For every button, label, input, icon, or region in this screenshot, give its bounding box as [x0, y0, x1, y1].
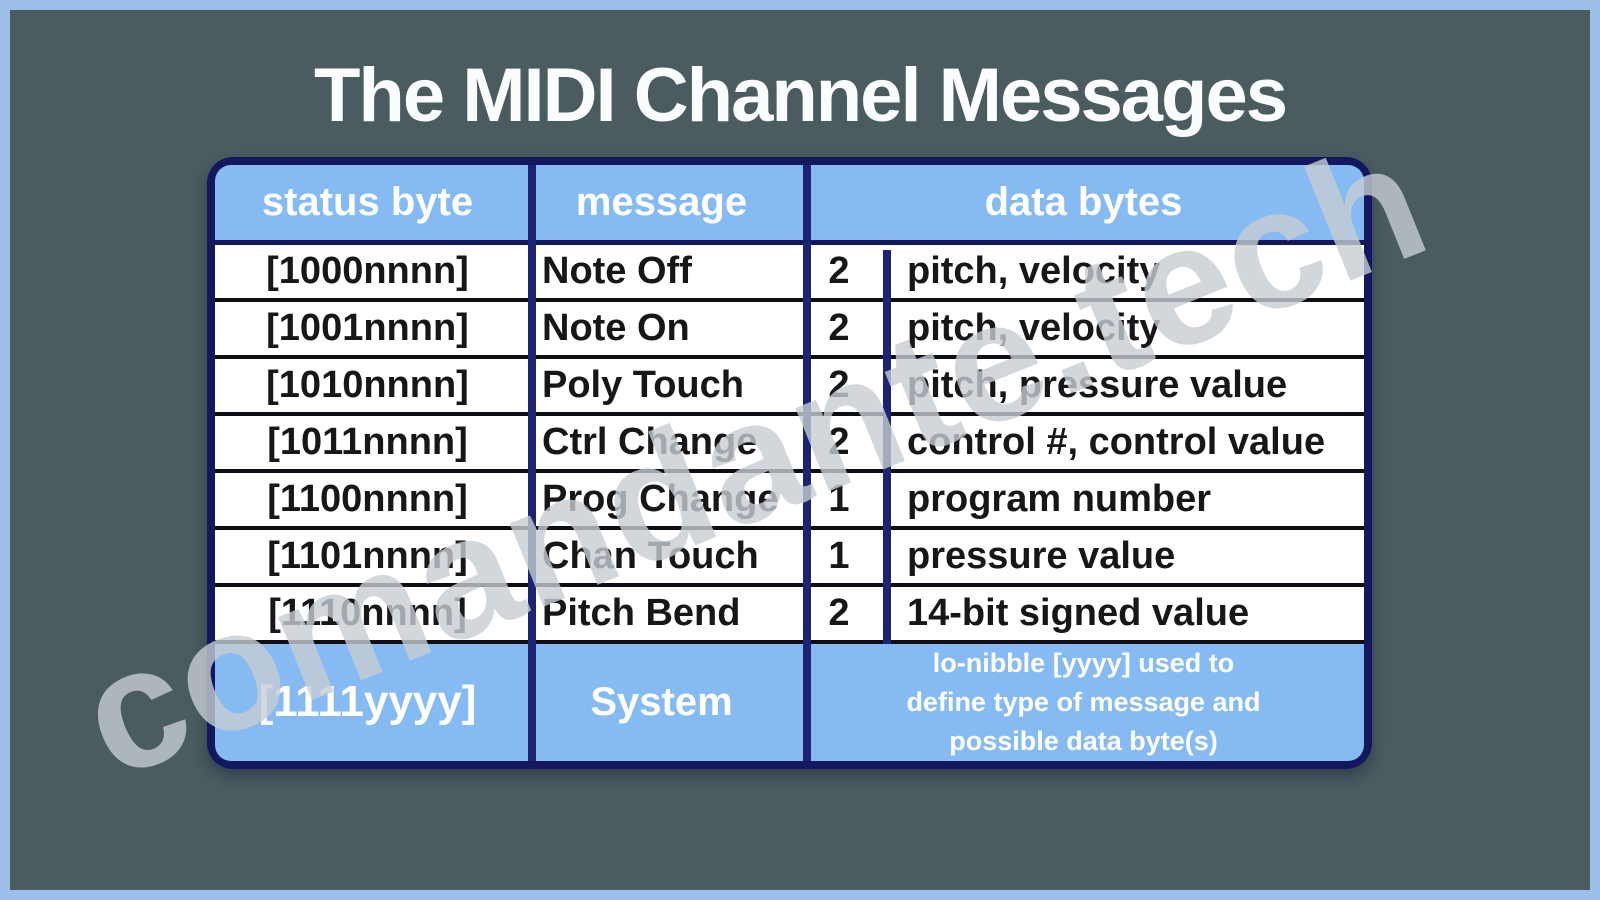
table-row: [1100nnnn] Prog Change 1 program number	[215, 472, 1364, 530]
table-row: [1001nnnn] Note On 2 pitch, velocity	[215, 301, 1364, 359]
status-byte-cell: [1110nnnn]	[268, 591, 467, 634]
message-cell: Poly Touch	[542, 363, 744, 406]
header-cell-status-byte: status byte	[261, 179, 474, 224]
data-byte-desc-cell: pitch, pressure value	[907, 363, 1288, 406]
data-byte-count-cell: 2	[828, 363, 850, 406]
status-byte-cell: [1010nnnn]	[266, 363, 469, 406]
status-byte-cell: [1001nnnn]	[266, 306, 469, 349]
system-note-cell: lo-nibble [yyyy] used to define type of …	[803, 644, 1364, 761]
midi-channel-messages-table: status byte message data bytes [1000nnnn…	[207, 157, 1372, 769]
data-byte-desc-cell: pressure value	[907, 534, 1176, 577]
header-cell-message: message	[575, 179, 748, 224]
table-row: [1011nnnn] Ctrl Change 2 control #, cont…	[215, 415, 1364, 473]
data-byte-desc-cell: program number	[907, 477, 1212, 520]
data-byte-count-cell: 1	[828, 534, 850, 577]
system-note-line: lo-nibble [yyyy] used to	[932, 647, 1235, 678]
column-gap	[795, 165, 803, 240]
data-byte-count-cell: 2	[828, 306, 850, 349]
system-row: [1111yyyy] System lo-nibble [yyyy] used …	[215, 643, 1364, 761]
system-note-line: define type of message and	[906, 686, 1261, 717]
data-byte-count-cell: 1	[828, 477, 850, 520]
header-cell-data-bytes: data bytes	[984, 179, 1183, 224]
slide-background: The MIDI Channel Messages status byte me…	[10, 10, 1590, 890]
message-cell: Note On	[542, 306, 690, 349]
message-cell: Prog Change	[542, 477, 779, 520]
data-byte-count-cell: 2	[828, 420, 850, 463]
status-byte-cell: [1101nnnn]	[267, 534, 468, 577]
data-byte-desc-cell: control #, control value	[907, 420, 1326, 463]
data-byte-desc-cell: pitch, velocity	[907, 306, 1161, 349]
table-row: [1101nnnn] Chan Touch 1 pressure value	[215, 529, 1364, 587]
status-byte-cell: [1100nnnn]	[267, 477, 468, 520]
data-byte-count-cell: 2	[828, 591, 850, 634]
data-byte-count-cell: 2	[828, 249, 850, 292]
message-cell: Chan Touch	[542, 534, 759, 577]
message-cell: System	[590, 679, 733, 724]
column-divider	[528, 165, 536, 761]
column-divider	[883, 250, 891, 644]
page-title: The MIDI Channel Messages	[313, 53, 1288, 138]
table-row: [1000nnnn] Note Off 2 pitch, velocity	[215, 244, 1364, 302]
system-note-line: possible data byte(s)	[949, 725, 1218, 756]
status-byte-cell: [1111yyyy]	[258, 677, 477, 727]
data-byte-desc-cell: pitch, velocity	[907, 249, 1161, 292]
table-grid: status byte message data bytes [1000nnnn…	[215, 165, 1364, 761]
message-cell: Note Off	[542, 249, 692, 292]
column-gap	[520, 165, 528, 240]
table-row: [1010nnnn] Poly Touch 2 pitch, pressure …	[215, 358, 1364, 416]
status-byte-cell: [1000nnnn]	[266, 249, 469, 292]
table-row: [1110nnnn] Pitch Bend 2 14-bit signed va…	[215, 586, 1364, 644]
table-header-row: status byte message data bytes	[215, 165, 1364, 245]
status-byte-cell: [1011nnnn]	[267, 420, 468, 463]
message-cell: Pitch Bend	[542, 591, 741, 634]
column-divider	[803, 165, 811, 761]
data-byte-desc-cell: 14-bit signed value	[907, 591, 1250, 634]
message-cell: Ctrl Change	[542, 420, 758, 463]
